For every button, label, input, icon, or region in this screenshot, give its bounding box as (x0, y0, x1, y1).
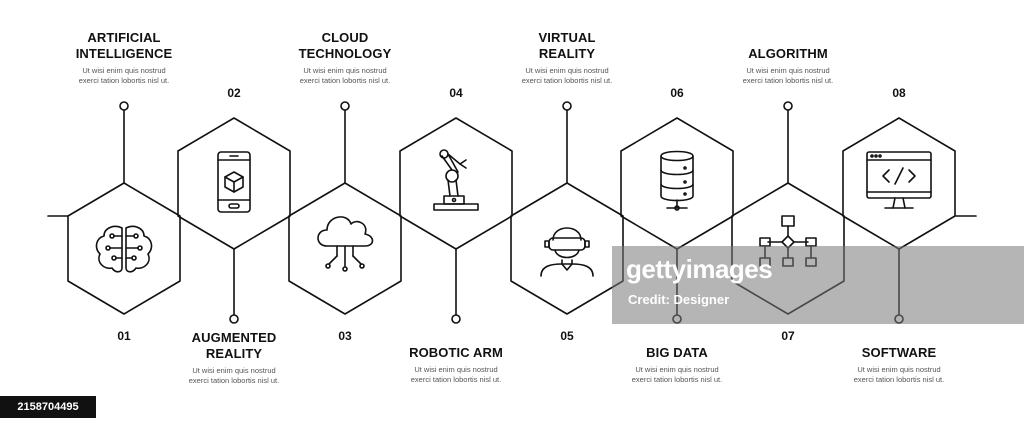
item-description: Ut wisi enim quis nostrud exerci tation … (188, 366, 280, 385)
item-05-label: VIRTUAL REALITY Ut wisi enim quis nostru… (482, 30, 652, 86)
hexagon-05 (510, 182, 624, 315)
item-number-03: 03 (338, 329, 352, 343)
hexagon-08 (842, 117, 956, 250)
item-description: Ut wisi enim quis nostrud exerci tation … (742, 66, 834, 85)
node-circle-03 (340, 101, 350, 111)
item-number-04: 04 (449, 86, 463, 100)
item-08-label: SOFTWARE Ut wisi enim quis nostrud exerc… (814, 345, 984, 385)
node-circle-04 (451, 314, 461, 324)
item-01-label: ARTIFICIAL INTELLIGENCE Ut wisi enim qui… (39, 30, 209, 86)
item-title: ALGORITHM (748, 46, 828, 61)
item-title: ARTIFICIAL INTELLIGENCE (75, 30, 173, 61)
item-number-01: 01 (117, 329, 131, 343)
database-icon (660, 150, 694, 211)
item-description: Ut wisi enim quis nostrud exerci tation … (853, 365, 945, 384)
item-title: AUGMENTED REALITY (191, 330, 277, 361)
node-circle-07 (783, 101, 793, 111)
hexagon-01 (67, 182, 181, 315)
robotic-arm-icon (433, 149, 479, 211)
item-number-05: 05 (560, 329, 574, 343)
watermark-banner (612, 246, 1024, 324)
node-circle-02 (229, 314, 239, 324)
item-title: VIRTUAL REALITY (538, 30, 596, 61)
code-monitor-icon (866, 151, 932, 209)
item-02-label: AUGMENTED REALITY Ut wisi enim quis nost… (149, 330, 319, 386)
item-title: BIG DATA (646, 345, 708, 360)
item-description: Ut wisi enim quis nostrud exerci tation … (631, 365, 723, 384)
cloud-network-icon (317, 216, 374, 272)
item-title: CLOUD TECHNOLOGY (298, 30, 392, 61)
item-number-06: 06 (670, 86, 684, 100)
item-description: Ut wisi enim quis nostrud exerci tation … (78, 66, 170, 85)
watermark-credit: Credit: Designer (628, 292, 730, 307)
image-id-tag: 2158704495 (0, 396, 96, 418)
item-description: Ut wisi enim quis nostrud exerci tation … (410, 365, 502, 384)
node-circle-01 (119, 101, 129, 111)
item-04-label: ROBOTIC ARM Ut wisi enim quis nostrud ex… (371, 345, 541, 385)
brain-icon (95, 225, 153, 273)
item-title: SOFTWARE (861, 345, 937, 360)
item-03-label: CLOUD TECHNOLOGY Ut wisi enim quis nostr… (260, 30, 430, 86)
item-06-label: BIG DATA Ut wisi enim quis nostrud exerc… (592, 345, 762, 385)
item-number-08: 08 (892, 86, 906, 100)
item-07-label: ALGORITHM Ut wisi enim quis nostrud exer… (703, 46, 873, 86)
smartphone-cube-icon (217, 151, 251, 213)
hexagon-06 (620, 117, 734, 250)
vr-headset-user-icon (540, 227, 594, 277)
item-description: Ut wisi enim quis nostrud exerci tation … (299, 66, 391, 85)
node-circle-05 (562, 101, 572, 111)
item-number-07: 07 (781, 329, 795, 343)
item-number-02: 02 (227, 86, 241, 100)
item-title: ROBOTIC ARM (409, 345, 503, 360)
watermark-brand: gettyimages (626, 254, 773, 284)
item-description: Ut wisi enim quis nostrud exerci tation … (521, 66, 613, 85)
